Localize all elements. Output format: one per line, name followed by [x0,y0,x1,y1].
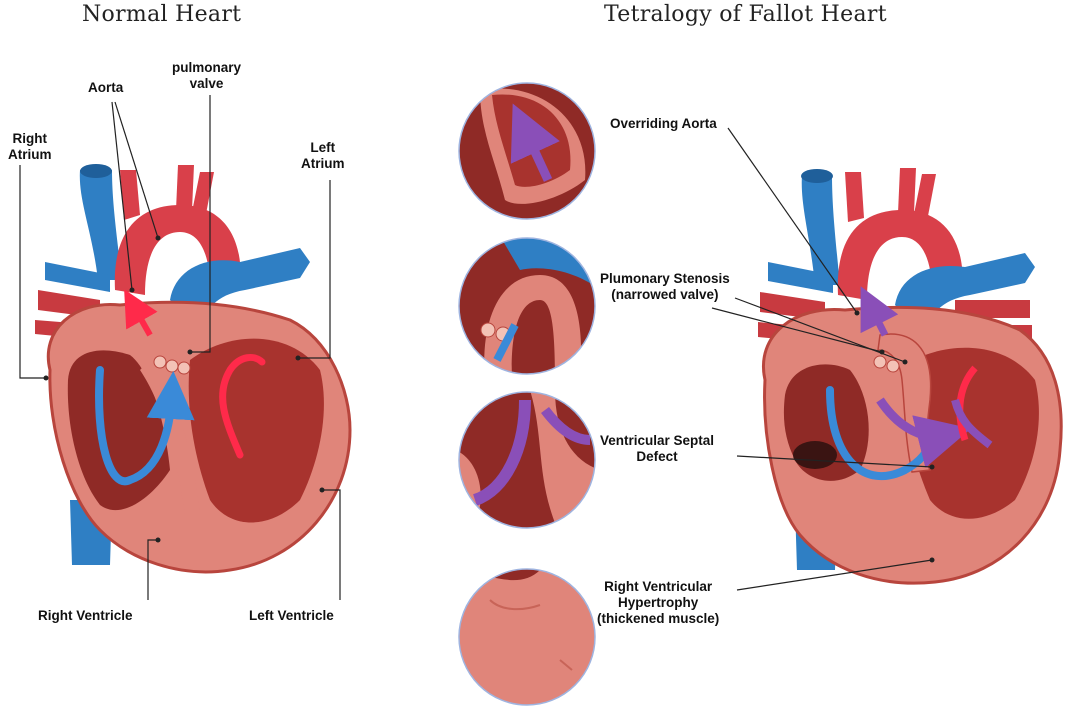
normal-heart [35,164,352,574]
label-pulmonary-stenosis-line2: (narrowed valve) [611,287,719,302]
tof-heart-title: Tetralogy of Fallot Heart [604,2,887,27]
label-rvh-line2: Hypertrophy [618,595,699,610]
normal-oxygenated-flow-arrow [219,354,266,459]
label-pulmonary-valve: pulmonary valve [172,60,241,92]
aortic-arch [114,205,241,300]
label-right-ventricle: Right Ventricle [38,608,133,623]
label-pulmonary-valve-line1: pulmonary [172,60,242,75]
label-left-atrium-line1: Left [310,140,336,155]
label-pulmonary-stenosis: Plumonary Stenosis (narrowed valve) [600,271,730,303]
label-vsd-line2: Defect [636,449,678,464]
label-ventricular-septal-defect: Ventricular Septal Defect [600,433,714,465]
tof-heart [758,168,1063,585]
tof-leader-lines [711,127,933,591]
label-vsd-line1: Ventricular Septal [600,433,715,448]
label-pulmonary-stenosis-line1: Plumonary Stenosis [600,271,730,286]
label-rvh-line3: (thickened muscle) [597,611,720,626]
superior-vena-cava [79,170,122,280]
label-pulmonary-valve-line2: valve [189,76,224,91]
normal-deoxygenated-flow-arrow [95,366,195,486]
normal-leader-lines [19,95,341,600]
zoom-septal-defect [459,392,595,528]
label-left-ventricle: Left Ventricle [249,608,334,623]
label-right-atrium: Right Atrium [8,131,52,163]
label-aorta: Aorta [88,80,124,95]
normal-heart-title: Normal Heart [82,2,242,27]
zoom-pulmonary-stenosis [459,238,595,374]
zoom-ventricular-hypertrophy [459,569,595,705]
label-right-atrium-line1: Right [12,131,48,146]
label-right-atrium-line2: Atrium [8,147,52,162]
label-left-atrium-line2: Atrium [301,156,345,171]
label-overriding-aorta: Overriding Aorta [610,116,717,131]
label-right-ventricular-hypertrophy: Right Ventricular Hypertrophy (thickened… [597,579,719,627]
zoom-overriding-aorta [459,83,595,219]
label-left-atrium: Left Atrium [301,140,345,172]
label-rvh-line1: Right Ventricular [604,579,713,594]
